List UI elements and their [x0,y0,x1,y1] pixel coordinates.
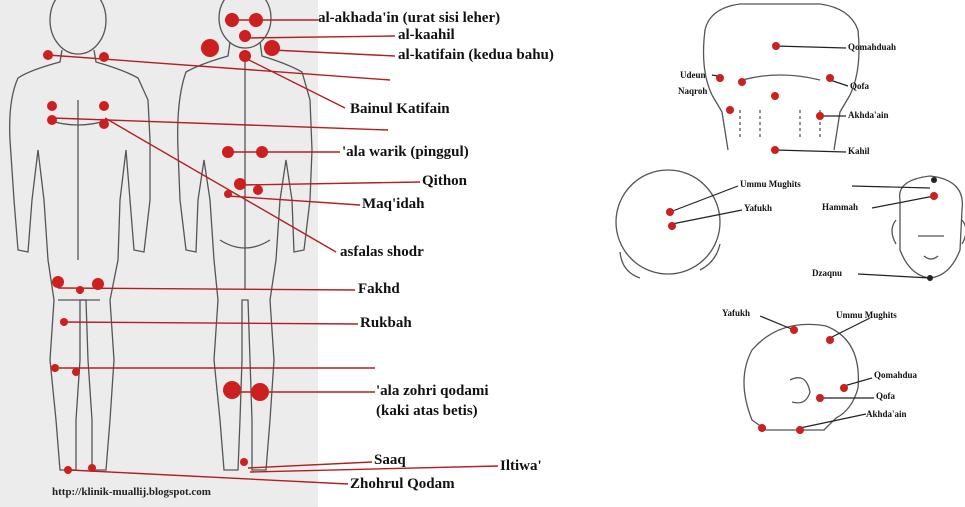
label-kaki-atas-betis: (kaki atas betis) [376,403,478,420]
label-ummu-mughits: Ummu Mughits [740,179,801,189]
label-side-ummu-mughits: Ummu Mughits [836,310,897,320]
watermark-url: http://klinik-muallij.blogspot.com [52,486,211,498]
label-iltiwa: Iltiwa' [500,458,542,475]
label-asfalas-shodr: asfalas shodr [340,244,424,261]
label-kaahil: al-kaahil [398,27,455,44]
label-fakhd: Fakhd [358,281,400,298]
label-udeun: Udeun [680,70,706,80]
label-bainul-katifain: Bainul Katifain [350,101,450,118]
label-side-qofa: Qofa [876,391,895,401]
label-yafukh: Yafukh [744,203,772,213]
label-saaq: Saaq [374,452,406,469]
head-front-view [892,176,965,278]
label-side-akhdaain: Akhda'ain [866,409,907,419]
label-kahil: Kahil [848,146,870,156]
label-ala-zohri-qodami: 'ala zohri qodami [376,383,489,400]
label-side-yafukh: Yafukh [722,308,750,318]
label-akhadain: al-akhada'in (urat sisi leher) [318,10,500,27]
head-side-view [744,324,858,430]
neck-back-figure [704,4,859,150]
label-side-qomahdua: Qomahdua [874,370,917,380]
label-hammah: Hammah [822,202,858,212]
label-rukbah: Rukbah [360,315,412,332]
label-akhdaain: Akhda'ain [848,110,889,120]
label-ala-warik: 'ala warik (pinggul) [342,144,469,161]
label-dzaqnu: Dzaqnu [812,268,842,278]
label-naqroh: Naqroh [678,86,707,96]
head-top-view [616,170,720,278]
label-qomahduah: Qomahduah [848,42,896,52]
label-qithon: Qithon [422,173,467,190]
label-qofa: Qofa [850,81,869,91]
label-maqidah: Maq'idah [362,196,425,213]
label-katifain: al-katifain (kedua bahu) [398,47,554,64]
label-zhohrul-qodam: Zhohrul Qodam [350,476,455,493]
